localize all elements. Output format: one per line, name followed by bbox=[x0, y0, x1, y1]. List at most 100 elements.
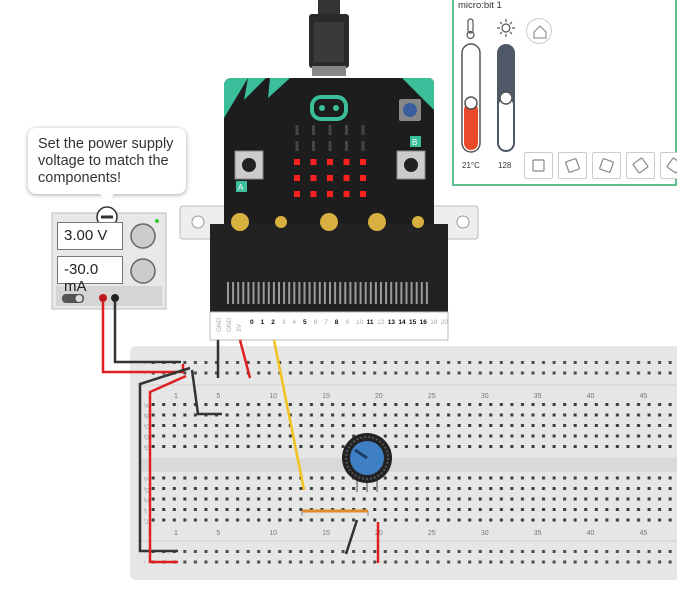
row-letter: E bbox=[145, 446, 149, 452]
tilt-left-icon bbox=[565, 158, 580, 173]
led bbox=[294, 159, 300, 165]
terminal-strip-top bbox=[144, 400, 677, 452]
potentiometer[interactable] bbox=[342, 433, 392, 492]
light-value: 128 bbox=[498, 161, 512, 170]
connector-pin bbox=[237, 282, 240, 304]
voltage-knob[interactable] bbox=[130, 223, 156, 249]
home-icon bbox=[533, 25, 547, 39]
column-number: 1 bbox=[174, 393, 178, 400]
connector-pin bbox=[390, 282, 393, 304]
column-number: 40 bbox=[587, 530, 595, 537]
column-number: 15 bbox=[322, 530, 330, 537]
resistor[interactable] bbox=[301, 509, 369, 516]
led bbox=[327, 159, 333, 165]
column-number: 20 bbox=[375, 393, 383, 400]
row-letter: H bbox=[145, 499, 149, 505]
connector-pin bbox=[267, 282, 270, 304]
led bbox=[310, 191, 317, 197]
button-a[interactable]: A bbox=[234, 150, 264, 192]
connector-pin bbox=[344, 282, 347, 304]
wire-black-pot bbox=[344, 519, 359, 555]
negative-terminal[interactable] bbox=[111, 294, 119, 302]
connector-pin bbox=[334, 282, 337, 304]
connector-pin bbox=[242, 282, 245, 304]
connector-pin bbox=[303, 282, 306, 304]
pin-label: 13 bbox=[388, 319, 396, 326]
button-b-label: B bbox=[412, 138, 417, 147]
wire-red-3v bbox=[238, 339, 252, 379]
temperature-thumb[interactable] bbox=[464, 96, 478, 110]
connector-pin bbox=[380, 282, 382, 304]
led bbox=[328, 125, 332, 135]
temperature-slider[interactable] bbox=[461, 43, 481, 153]
pin-label: 11 bbox=[367, 319, 374, 326]
pin-label: 9 bbox=[345, 319, 349, 326]
pin-label: 8 bbox=[335, 319, 339, 326]
connector-pin bbox=[349, 282, 352, 304]
connector-pin bbox=[395, 282, 398, 304]
led bbox=[312, 141, 315, 151]
connector-pin bbox=[369, 282, 372, 304]
row-letter: D bbox=[145, 436, 150, 442]
positive-terminal[interactable] bbox=[99, 294, 107, 302]
shake-icon bbox=[532, 159, 545, 172]
led bbox=[360, 175, 366, 181]
connector-pin bbox=[313, 282, 316, 304]
led bbox=[327, 191, 333, 197]
pin-label: 6 bbox=[314, 319, 318, 326]
led bbox=[345, 125, 348, 135]
light-slider[interactable] bbox=[497, 44, 515, 152]
pin-label: 15 bbox=[409, 319, 417, 326]
tilt-right-button[interactable] bbox=[592, 152, 621, 179]
light-thumb[interactable] bbox=[499, 91, 513, 105]
pin-label: 14 bbox=[398, 319, 406, 326]
home-view-button[interactable] bbox=[526, 18, 552, 44]
connector-pin bbox=[227, 282, 229, 304]
connector-pin bbox=[323, 282, 326, 304]
led bbox=[312, 125, 315, 135]
voltage-display[interactable]: 3.00 V bbox=[57, 222, 123, 250]
column-number: 30 bbox=[481, 393, 489, 400]
connector-pin bbox=[318, 282, 321, 304]
button-ab[interactable] bbox=[399, 99, 421, 121]
row-letter: J bbox=[145, 520, 148, 526]
pin-label: GND bbox=[226, 317, 233, 332]
led bbox=[294, 175, 300, 181]
tooltip-line-2: voltage to match the bbox=[38, 153, 169, 169]
column-number: 35 bbox=[534, 393, 542, 400]
microbit-board[interactable]: A B bbox=[224, 78, 434, 231]
led bbox=[361, 141, 365, 151]
column-number: 15 bbox=[322, 393, 330, 400]
tilt-forward-button[interactable] bbox=[626, 152, 655, 179]
connector-pin bbox=[278, 282, 280, 304]
pin-label: 7 bbox=[324, 319, 328, 326]
panel-controls bbox=[461, 18, 515, 153]
connector-pin bbox=[359, 282, 362, 304]
connector-pin bbox=[329, 282, 331, 304]
led-matrix bbox=[294, 125, 366, 197]
wire-red-psu bbox=[101, 302, 185, 374]
column-number: 10 bbox=[269, 530, 277, 537]
button-b[interactable]: B bbox=[396, 136, 426, 180]
column-number: 45 bbox=[640, 393, 648, 400]
connector-pin bbox=[308, 282, 311, 304]
connector-pin bbox=[420, 282, 423, 304]
tilt-left-button[interactable] bbox=[558, 152, 587, 179]
connector-pin bbox=[262, 282, 265, 304]
current-knob[interactable] bbox=[130, 258, 156, 284]
led bbox=[294, 191, 300, 197]
row-letter: C bbox=[145, 425, 150, 431]
sun-icon bbox=[497, 19, 515, 37]
shake-button[interactable] bbox=[524, 152, 553, 179]
connector-pin bbox=[257, 282, 260, 304]
tilt-right-icon bbox=[599, 158, 614, 173]
connector-pin bbox=[364, 282, 367, 304]
wires[interactable] bbox=[101, 302, 380, 564]
pin-label: 1 bbox=[261, 319, 265, 326]
current-display: -30.0 mA bbox=[57, 256, 123, 295]
tilt-back-button[interactable] bbox=[660, 152, 677, 179]
led bbox=[295, 141, 299, 151]
usb-cable bbox=[309, 0, 349, 76]
